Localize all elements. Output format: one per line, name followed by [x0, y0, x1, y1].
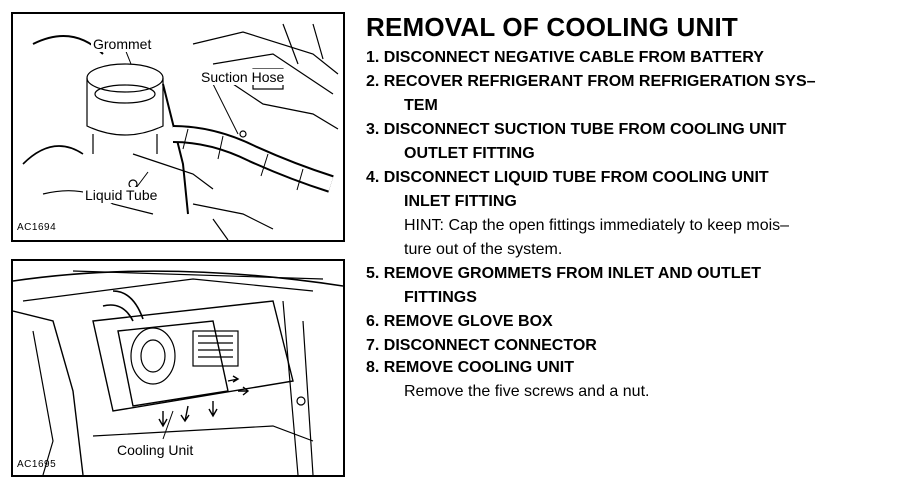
step-6: 6. REMOVE GLOVE BOX	[366, 313, 553, 330]
engine-bay-illustration	[22, 23, 339, 240]
step-4-hint: HINT: Cap the open fittings immediately …	[404, 217, 790, 234]
step-4: 4. DISCONNECT LIQUID TUBE FROM COOLING U…	[366, 169, 769, 186]
figure-code: AC1694	[17, 222, 57, 233]
step-1: 1. DISCONNECT NEGATIVE CABLE FROM BATTER…	[366, 49, 764, 66]
step-5-cont: FITTINGS	[404, 289, 477, 306]
step-3: 3. DISCONNECT SUCTION TUBE FROM COOLING …	[366, 121, 787, 138]
figure-dashboard: Cooling Unit AC1695	[11, 259, 345, 477]
figure-code: AC1695	[17, 459, 57, 470]
page-title: REMOVAL OF COOLING UNIT	[366, 12, 738, 42]
step-7: 7. DISCONNECT CONNECTOR	[366, 337, 597, 354]
step-8: 8. REMOVE COOLING UNIT	[366, 359, 575, 376]
suction-hose-label: Suction Hose	[199, 69, 287, 85]
step-4-cont: INLET FITTING	[404, 193, 517, 210]
step-2-cont: TEM	[404, 97, 438, 114]
step-5: 5. REMOVE GROMMETS FROM INLET AND OUTLET	[366, 265, 761, 282]
cooling-unit-label: Cooling Unit	[115, 442, 196, 458]
dashboard-illustration	[13, 270, 343, 475]
step-8-note: Remove the five screws and a nut.	[404, 383, 650, 400]
figure-engine-bay: Grommet Suction Hose Liquid Tube AC1694	[11, 12, 345, 242]
step-4-hint-cont: ture out of the system.	[404, 241, 563, 258]
liquid-tube-label: Liquid Tube	[83, 187, 160, 203]
step-2: 2. RECOVER REFRIGERANT FROM REFRIGERATIO…	[366, 73, 816, 90]
grommet-label: Grommet	[91, 36, 154, 52]
step-3-cont: OUTLET FITTING	[404, 145, 535, 162]
